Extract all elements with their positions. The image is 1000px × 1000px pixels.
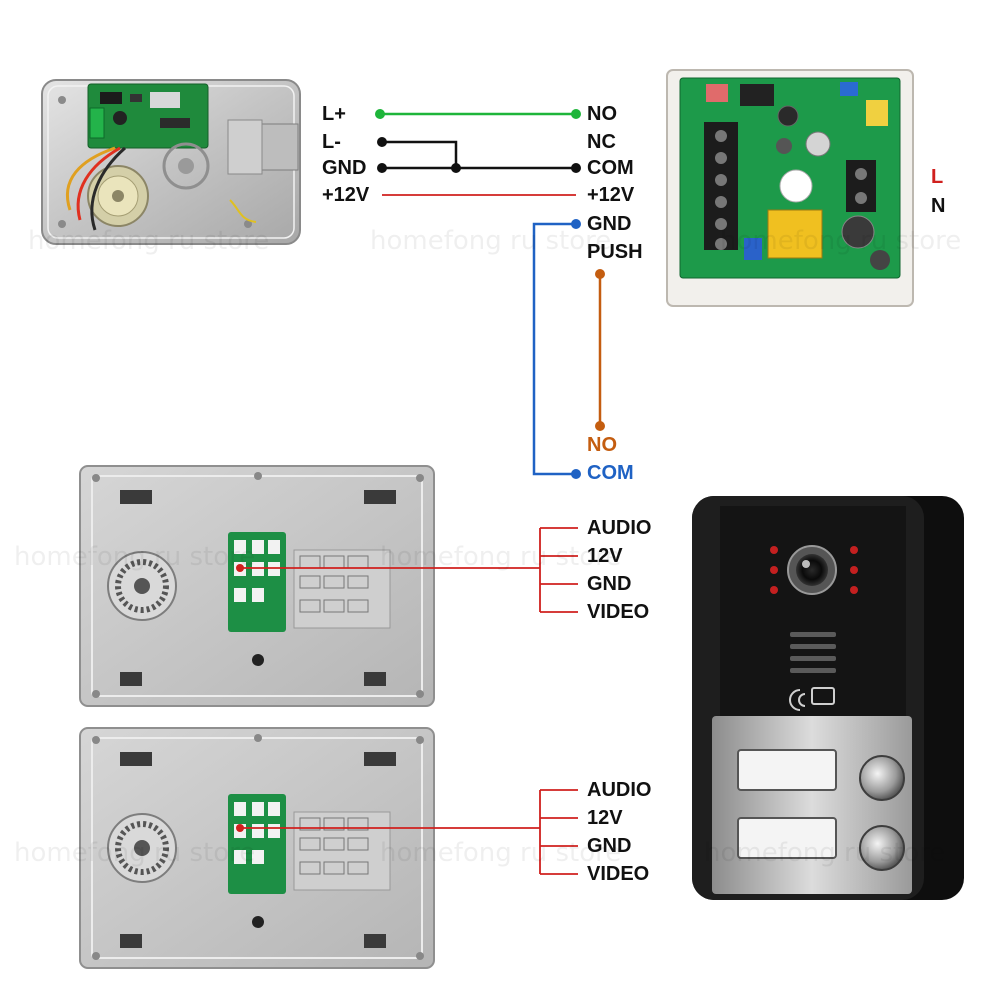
watermark-text: homefong ru store: [704, 838, 946, 868]
power-supply-image: [666, 69, 914, 307]
wire-lminus-com: [382, 140, 458, 168]
label-psu-nc: NC: [587, 131, 616, 153]
indoor-monitor-1-image: [79, 465, 435, 707]
wire-bracket-monitor-1: [240, 527, 578, 613]
watermark-text: homefong ru store: [370, 226, 612, 256]
indoor-monitor-2-image: [79, 727, 435, 969]
label-monitor2-audio: AUDIO: [587, 779, 652, 801]
label-lock-lplus: L+: [322, 103, 346, 125]
label-monitor2-video: VIDEO: [587, 863, 650, 885]
watermark-text: homefong ru store: [28, 226, 270, 256]
label-monitor1-gnd: GND: [587, 573, 632, 595]
label-monitor2-gnd: GND: [587, 835, 632, 857]
watermark-text: homefong ru store: [380, 542, 622, 572]
label-psu-com: COM: [587, 157, 634, 179]
label-psu-gnd: GND: [587, 213, 632, 235]
label-exit-com: COM: [587, 462, 634, 484]
watermark-text: homefong ru store: [720, 226, 962, 256]
label-psu-no: NO: [587, 103, 617, 125]
electric-lock-image: [41, 79, 301, 245]
label-psu-push: PUSH: [587, 241, 643, 263]
label-monitor2-12v: 12V: [587, 807, 623, 829]
label-psu-12v: +12V: [587, 184, 635, 206]
label-mains-n: N: [931, 195, 946, 217]
label-monitor1-video: VIDEO: [587, 601, 650, 623]
label-monitor1-audio: AUDIO: [587, 517, 652, 539]
watermark-text: homefong ru store: [14, 838, 256, 868]
wire-gnd-exit-com: [532, 222, 576, 476]
watermark-text: homefong ru store: [380, 838, 622, 868]
label-exit-no: NO: [587, 434, 617, 456]
label-lock-12v: +12V: [322, 184, 370, 206]
wire-bracket-monitor-2: [240, 789, 578, 875]
label-monitor1-12v: 12V: [587, 545, 623, 567]
outdoor-camera-image: [692, 496, 964, 900]
label-lock-lminus: L-: [322, 131, 341, 153]
watermark-text: homefong ru store: [14, 542, 256, 572]
label-mains-l: L: [931, 166, 944, 188]
label-lock-gnd: GND: [322, 157, 367, 179]
